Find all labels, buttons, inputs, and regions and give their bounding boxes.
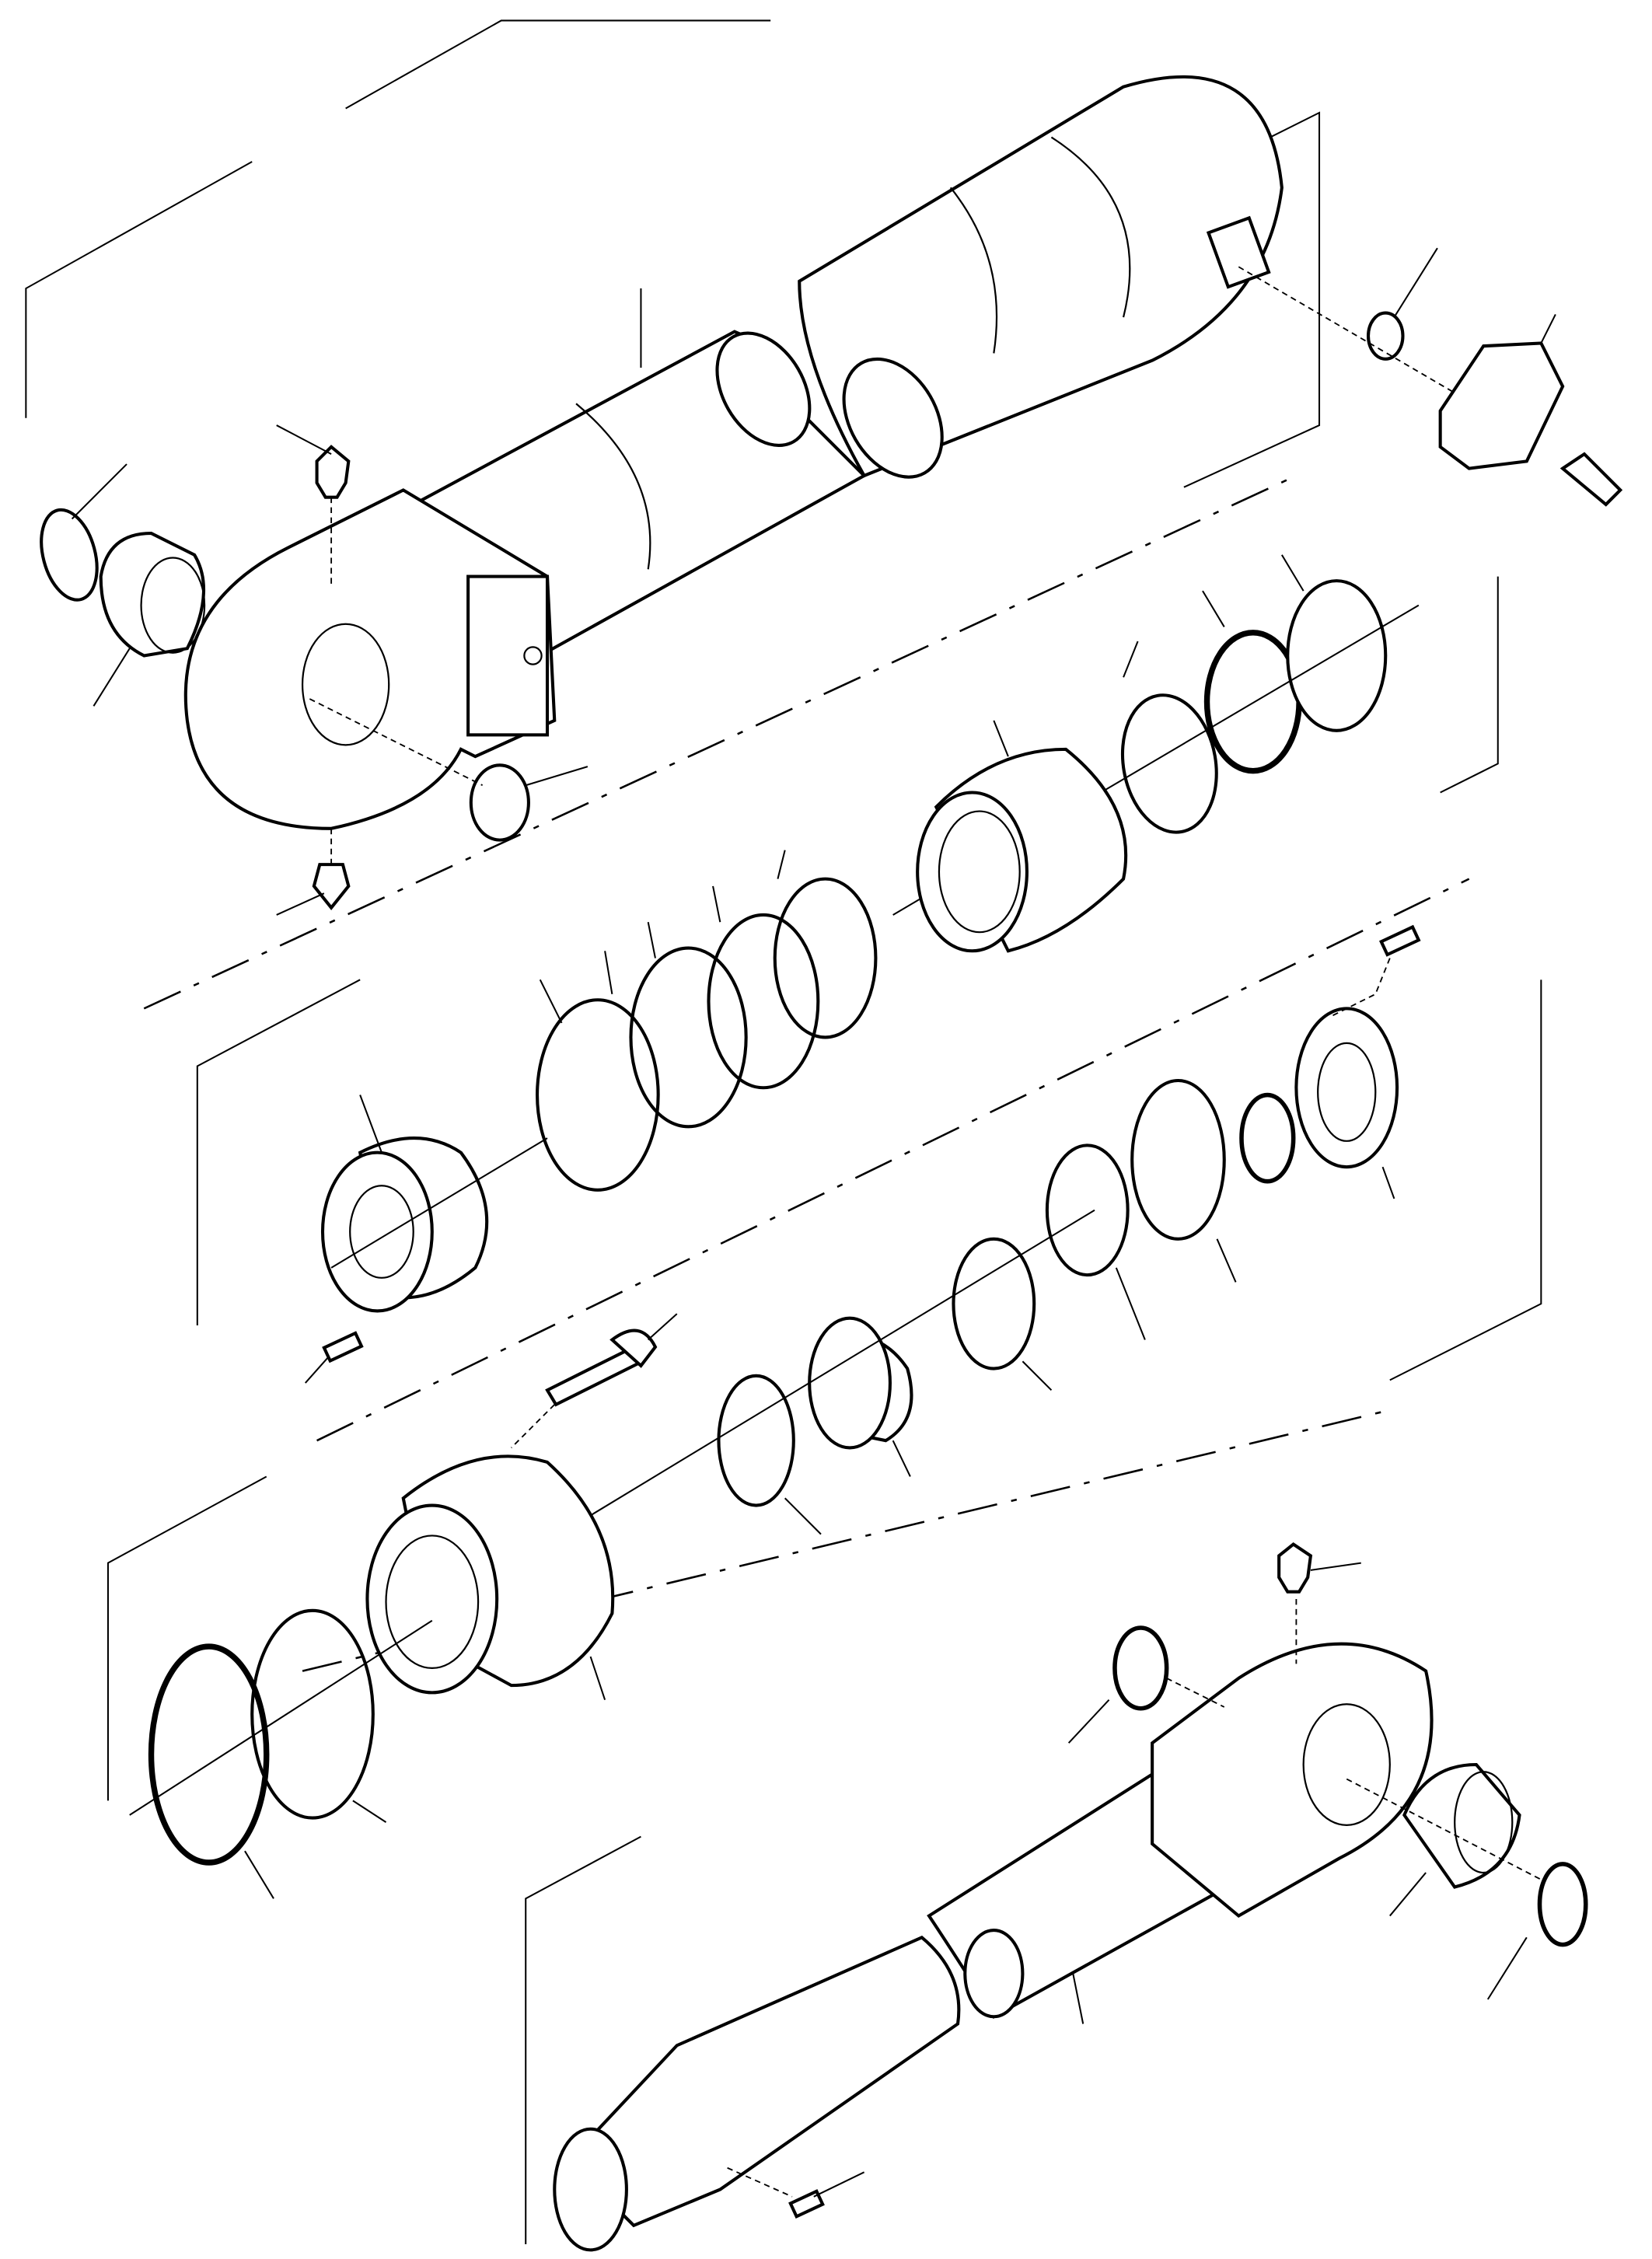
ring-a bbox=[1120, 693, 1218, 834]
wiper-seal bbox=[1239, 1092, 1296, 1184]
ring-d bbox=[1130, 1078, 1226, 1241]
flange-plate bbox=[1438, 313, 1565, 470]
ring-e bbox=[1045, 1143, 1130, 1277]
gland-flange bbox=[1294, 1007, 1399, 1199]
bolt-gland bbox=[1332, 924, 1421, 1017]
piston bbox=[916, 720, 1128, 953]
o-ring-port bbox=[469, 763, 530, 842]
ring-c bbox=[1286, 579, 1388, 732]
backup-rings bbox=[536, 850, 878, 1192]
ring-b bbox=[1203, 630, 1302, 774]
cylinder-tube bbox=[183, 75, 1284, 830]
cylinder-head bbox=[365, 1454, 615, 1700]
piston-rod bbox=[553, 1642, 1434, 2252]
bushing-rod bbox=[1389, 1762, 1521, 1917]
ring-f bbox=[952, 1237, 1036, 1370]
grease-nipple-bottom bbox=[276, 828, 351, 916]
bolt-flange bbox=[1559, 452, 1623, 507]
set-screw bbox=[305, 1331, 364, 1384]
ring-h bbox=[250, 1608, 375, 1820]
key bbox=[727, 2166, 865, 2219]
piston-nut bbox=[320, 1095, 548, 1313]
assembly-brackets bbox=[25, 19, 1542, 2244]
ring-g bbox=[717, 1374, 795, 1507]
bolt-head bbox=[511, 1313, 678, 1449]
grease-nipple-rod bbox=[1277, 1542, 1361, 1664]
ring-i bbox=[148, 1643, 270, 1866]
o-ring-rod-top bbox=[1112, 1625, 1169, 1711]
rod-guide bbox=[808, 1316, 913, 1477]
o-ring-rod-end bbox=[1537, 1862, 1588, 1947]
o-ring-head-left bbox=[40, 508, 99, 602]
bushing-head bbox=[93, 531, 206, 707]
grease-nipple-top bbox=[276, 424, 351, 584]
o-ring-flange bbox=[1366, 311, 1405, 361]
